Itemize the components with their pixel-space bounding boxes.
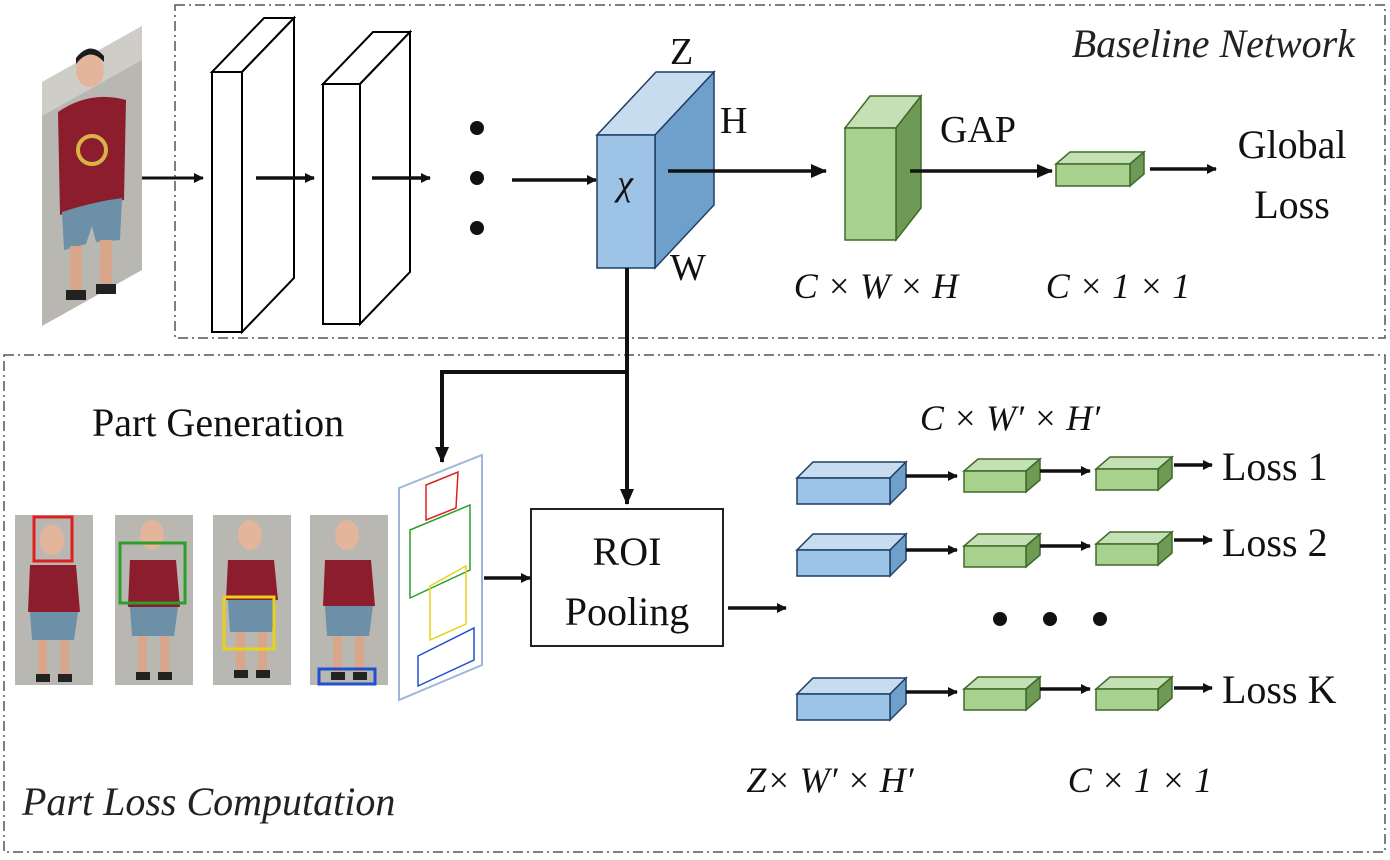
roi-pooling-line2: Pooling [565,589,689,634]
part-section-title: Part Loss Computation [21,779,395,824]
dims-vector-bottom-label: C × 1 × 1 [1068,760,1213,800]
global-loss-line1: Global [1238,122,1347,167]
dims-map-label: C × W × H [794,266,961,306]
part-branch-2 [795,530,1213,578]
layers-ellipsis [470,121,484,235]
loss-2-label: Loss 2 [1222,520,1328,565]
loss-k-label: Loss K [1222,667,1337,712]
roi-pooling-box [530,508,724,647]
input-person-image [42,26,142,326]
conv-layer-1 [209,15,297,335]
dims-pooled-top-label: C × W′ × H′ [920,398,1101,438]
connector-to-part-map [435,370,627,463]
dims-vector-label: C × 1 × 1 [1046,266,1191,306]
part-branch-k [795,675,1213,722]
feature-symbol: χ [614,163,634,203]
roi-pooling-line1: ROI [593,529,662,574]
part-crop-feet [310,515,388,686]
part-region-map [398,453,483,702]
dim-w-label: W [670,247,706,289]
part-crop-legs [213,515,291,685]
part-generation-label: Part Generation [92,400,344,445]
part-section-border [3,354,1386,853]
green-feature-map [843,93,923,243]
baseline-section-border [174,4,1386,339]
conv-layer-2 [320,29,413,327]
loss-1-label: Loss 1 [1222,444,1328,489]
global-feature-vector [1053,150,1147,188]
part-branch-1 [795,455,1213,506]
part-crop-torso [115,515,193,685]
baseline-section-title: Baseline Network [1072,21,1357,66]
dim-h-label: H [720,100,747,142]
part-crop-head [15,515,93,685]
gap-label: GAP [940,109,1016,151]
global-loss-line2: Loss [1254,182,1330,227]
branches-ellipsis [993,612,1107,626]
dim-z-label: Z [670,31,693,73]
dims-pooled-bottom-label: Z× W′ × H′ [746,760,914,800]
